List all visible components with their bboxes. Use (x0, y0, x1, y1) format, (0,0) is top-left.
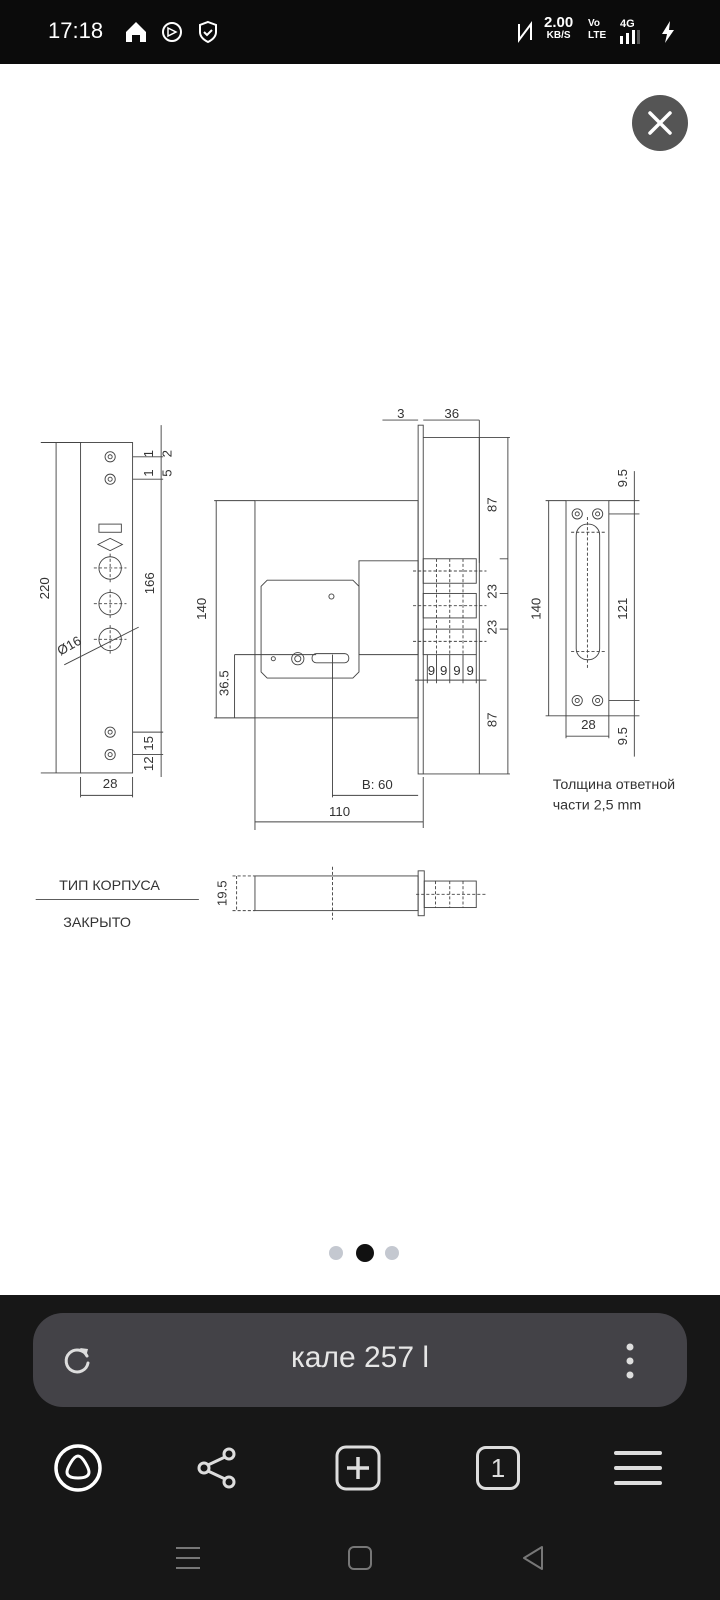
dim-19-5: 19.5 (214, 880, 229, 906)
search-query[interactable]: кале 257 l (290, 1341, 430, 1374)
menu-button[interactable] (613, 1443, 663, 1493)
dim-strike-28: 28 (581, 717, 596, 732)
kale-logo (98, 523, 122, 533)
carousel-dot-1[interactable] (329, 1246, 343, 1260)
close-icon (648, 111, 672, 135)
dim-220: 220 (37, 577, 52, 599)
case-type-value: ЗАКРЫТО (63, 915, 131, 931)
dim-87-top: 87 (485, 497, 500, 512)
dim-140: 140 (194, 598, 209, 620)
new-tab-button[interactable] (333, 1443, 383, 1493)
dim-strike-140: 140 (529, 598, 544, 620)
dim-9: 9 (466, 663, 473, 678)
share-icon (197, 1447, 236, 1489)
reload-icon[interactable] (61, 1344, 95, 1378)
dim-23a: 23 (485, 584, 500, 599)
strike-note-2: части 2,5 mm (553, 798, 642, 814)
plus-square-icon (335, 1445, 381, 1491)
dim-166: 166 (142, 572, 157, 594)
charging-icon (662, 21, 674, 43)
home-nav-icon[interactable] (345, 1543, 375, 1573)
dim-36-5: 36.5 (216, 670, 231, 696)
dim-110: 110 (329, 804, 350, 819)
dim-87-bottom: 87 (485, 713, 500, 728)
dim-15: 15 (141, 736, 156, 751)
browser-bottom-bar: кале 257 l 1 (0, 1295, 720, 1600)
faceplate-view (40, 425, 164, 798)
dim-3: 3 (397, 406, 404, 421)
dim-9: 9 (440, 663, 447, 678)
dim-5: 5 (159, 469, 174, 476)
lock-technical-drawing: 220 166 1 1 2 5 15 12 28 Ø16 140 36.5 3 … (35, 406, 675, 931)
carousel-dot-3[interactable] (385, 1246, 399, 1260)
dim-28: 28 (103, 776, 118, 791)
back-nav-icon[interactable] (518, 1543, 548, 1573)
dim-36: 36 (444, 406, 459, 421)
dim-9-5-top: 9.5 (615, 469, 630, 487)
tse-logo (96, 537, 124, 552)
tabs-count: 1 (476, 1446, 520, 1490)
close-button[interactable] (632, 95, 688, 151)
dim-1a: 1 (141, 450, 156, 457)
network-type: 4G (620, 18, 635, 30)
address-bar[interactable]: кале 257 l (33, 1313, 687, 1407)
recents-nav-icon[interactable] (173, 1543, 203, 1573)
dim-backset: B: 60 (362, 777, 393, 792)
dim-2: 2 (159, 450, 174, 457)
share-button[interactable] (192, 1443, 242, 1493)
dim-diameter: Ø16 (55, 633, 84, 659)
dim-12: 12 (141, 756, 156, 771)
nfc-icon (518, 21, 532, 43)
bolts (413, 558, 487, 656)
dim-23b: 23 (485, 620, 500, 635)
more-options-icon[interactable] (625, 1341, 635, 1381)
cylinder-holes (93, 553, 127, 654)
shield-check-icon (199, 20, 217, 44)
camera-app-icon (162, 22, 182, 42)
alice-icon (54, 1444, 102, 1492)
dim-9: 9 (453, 663, 460, 678)
dim-9: 9 (428, 663, 435, 678)
signal-icon (620, 30, 640, 44)
hamburger-icon (614, 1451, 662, 1485)
strike-note: Толщина ответной (553, 777, 675, 793)
dim-121: 121 (615, 598, 630, 620)
volte-indicator: Vo LTE (588, 18, 607, 41)
tabs-button[interactable]: 1 (473, 1443, 523, 1493)
strike-plate-view (545, 471, 640, 757)
case-type-label: ТИП КОРПУСА (59, 878, 160, 894)
cylinder-plate (260, 579, 360, 679)
side-view (35, 866, 488, 920)
carousel-dot-2-active[interactable] (356, 1244, 374, 1262)
home-app-icon (126, 22, 146, 42)
clock: 17:18 (48, 18, 104, 43)
dim-1b: 1 (141, 469, 156, 476)
screw-holes (104, 451, 116, 761)
lock-body-view (214, 419, 510, 831)
alice-assistant-button[interactable] (53, 1443, 103, 1493)
dim-9-5-bottom: 9.5 (615, 727, 630, 745)
